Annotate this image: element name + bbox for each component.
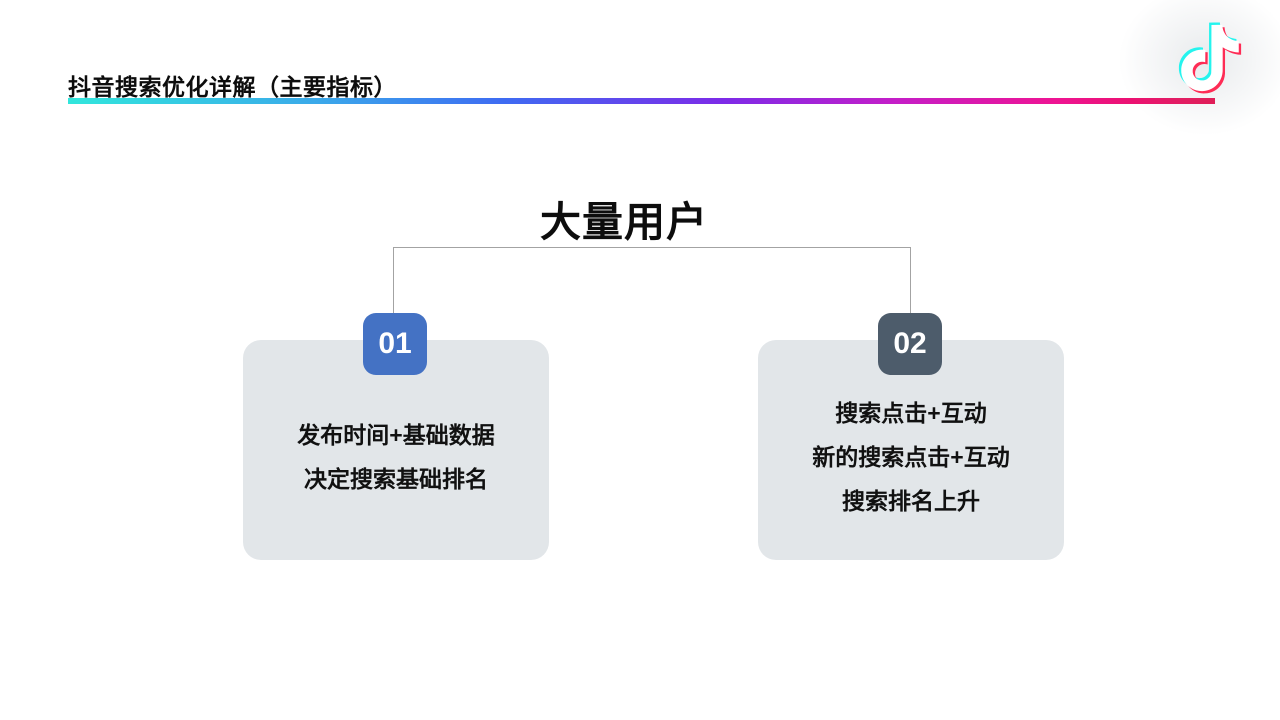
card-01-line-1: 发布时间+基础数据 — [297, 422, 495, 448]
card-02-line-1: 搜索点击+互动 — [835, 400, 987, 426]
title-underline-gradient — [68, 98, 1215, 104]
connector-horizontal-line — [393, 247, 911, 248]
connector-vertical-line-right — [910, 247, 911, 315]
douyin-note-icon — [1178, 22, 1242, 94]
card-01: 发布时间+基础数据 决定搜索基础排名 — [243, 340, 549, 560]
badge-01: 01 — [363, 313, 427, 375]
diagram-root-label: 大量用户 — [540, 199, 708, 245]
card-02-line-3: 搜索排名上升 — [842, 488, 980, 514]
slide-title: 抖音搜索优化详解（主要指标） — [68, 74, 397, 100]
card-01-line-2: 决定搜索基础排名 — [304, 466, 488, 492]
card-02: 搜索点击+互动 新的搜索点击+互动 搜索排名上升 — [758, 340, 1064, 560]
card-02-line-2: 新的搜索点击+互动 — [812, 444, 1010, 470]
connector-vertical-line-left — [393, 247, 394, 315]
logo-white-layer — [1181, 24, 1239, 92]
badge-02: 02 — [878, 313, 942, 375]
douyin-logo — [1170, 18, 1250, 98]
